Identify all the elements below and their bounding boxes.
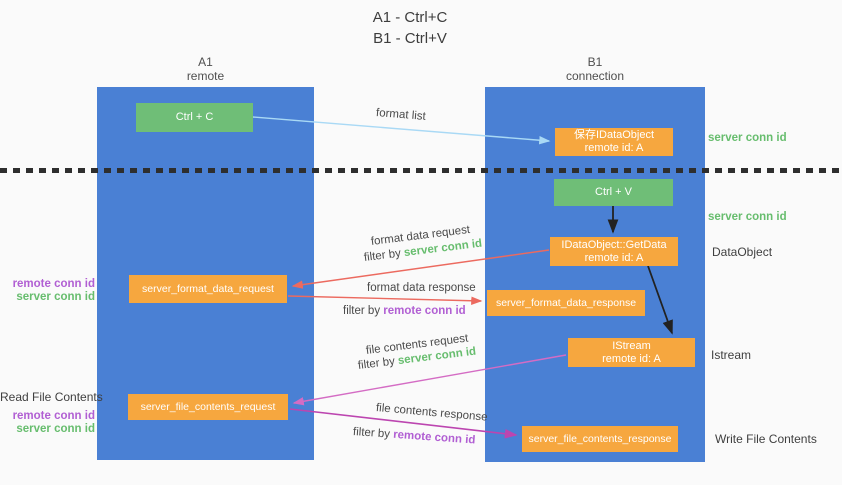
arrow-format-data-request: [291, 249, 550, 289]
left-column-header: A1 remote: [97, 55, 314, 83]
edge-label-format-data-response-filter: filter by remote conn id: [343, 305, 466, 317]
title-line-1: A1 - Ctrl+C: [372, 9, 448, 26]
annotation-istream: Istream: [711, 348, 752, 362]
filter-prefix: filter by: [343, 305, 384, 317]
right-column-header: B1 connection: [485, 55, 705, 83]
arrow-format-list: [252, 116, 551, 145]
annotation-write-file-contents: Write File Contents: [715, 432, 817, 446]
annotation-server-conn-id-2: server conn id: [708, 211, 787, 223]
annotation-dataobject: DataObject: [712, 245, 773, 259]
node-getdata-line1: IDataObject::GetData: [561, 238, 667, 251]
diagram-title: A1 - Ctrl+C B1 - Ctrl+V: [0, 7, 820, 49]
annotation-remote-conn-id-1: remote conn id: [12, 278, 95, 290]
node-file-response-label: server_file_contents_response: [528, 432, 672, 445]
node-save-idataobject-line1: 保存IDataObject: [573, 129, 655, 141]
node-save-idataobject: 保存IDataObject remote id: A: [555, 128, 673, 156]
copy-paste-divider-line: [0, 168, 842, 173]
arrow-file-contents-response: [289, 408, 518, 439]
node-server-format-data-response: server_format_data_response: [487, 290, 645, 316]
annotation-read-file-contents: Read File Contents: [0, 390, 103, 404]
right-column-subtitle: connection: [565, 69, 625, 83]
node-file-request-label: server_file_contents_request: [140, 400, 276, 413]
node-save-idataobject-line2: remote id: A: [584, 142, 644, 154]
node-server-format-data-request: server_format_data_request: [129, 275, 287, 303]
node-istream-line2: remote id: A: [602, 352, 661, 365]
arrow-getdata-to-istream: [647, 265, 673, 335]
left-column-subtitle: remote: [186, 69, 225, 83]
node-getdata-line2: remote id: A: [584, 251, 644, 264]
annotation-left-conn-ids-2: remote conn id server conn id: [0, 410, 95, 436]
node-format-response-label: server_format_data_response: [495, 296, 637, 309]
annotation-server-conn-id-left-2: server conn id: [16, 423, 95, 435]
edge-label-format-data-response: format data response: [367, 282, 476, 294]
arrow-format-data-response: [287, 295, 483, 305]
node-ctrl-v: Ctrl + V: [554, 179, 673, 206]
node-istream-line1: IStream: [612, 339, 651, 352]
node-idataobject-getdata: IDataObject::GetData remote id: A: [550, 237, 678, 266]
annotation-server-conn-id-1: server conn id: [708, 132, 787, 144]
annotation-left-conn-ids-1: remote conn id server conn id: [0, 278, 95, 304]
node-ctrl-v-label: Ctrl + V: [595, 186, 632, 198]
node-istream: IStream remote id: A: [568, 338, 695, 367]
filter-key: remote conn id: [383, 305, 466, 317]
node-server-file-contents-request: server_file_contents_request: [128, 394, 288, 420]
title-line-2: B1 - Ctrl+V: [373, 30, 447, 47]
annotation-server-conn-id-left-1: server conn id: [16, 291, 95, 303]
node-server-file-contents-response: server_file_contents_response: [522, 426, 678, 452]
node-format-request-label: server_format_data_request: [142, 282, 274, 295]
annotation-remote-conn-id-2: remote conn id: [12, 410, 95, 422]
node-ctrl-c-label: Ctrl + C: [175, 111, 214, 123]
arrow-file-contents-request: [292, 354, 567, 406]
right-column-name: B1: [587, 55, 603, 69]
node-ctrl-c: Ctrl + C: [136, 103, 253, 132]
left-column-name: A1: [198, 55, 213, 69]
